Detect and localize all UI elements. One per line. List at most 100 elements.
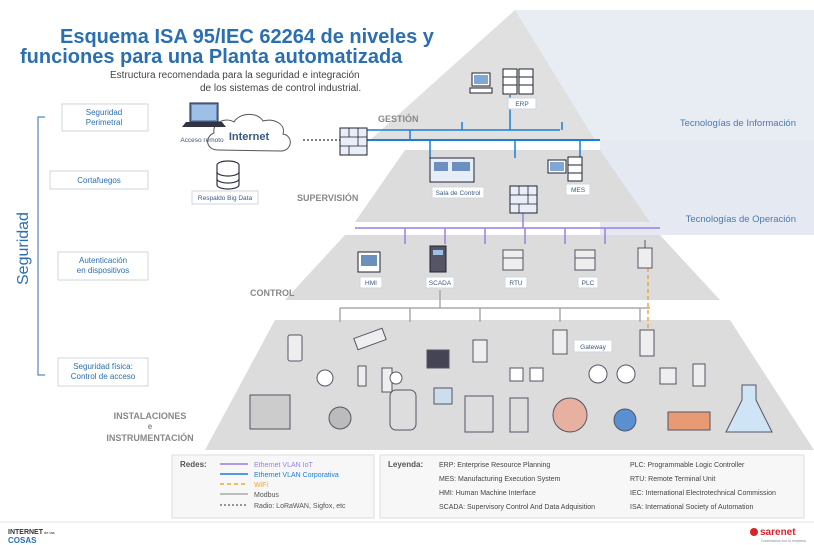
bigdata-box [191, 190, 259, 205]
meter-icon [472, 339, 488, 363]
internet-cloud: Internet [207, 113, 291, 152]
pyramid-tier-instalaciones [205, 320, 814, 450]
heat-exchanger-icon [667, 411, 711, 431]
zone-it-label: Tecnologías de Información [680, 118, 796, 129]
security-item-4-line2: Control de acceso [71, 372, 136, 381]
pressure-gauge-icon [588, 364, 608, 384]
mes-label: MES [571, 187, 586, 194]
cnc-machine-icon [249, 394, 291, 430]
legend-redes-4: Radio: LoRaWAN, Sigfox, etc [254, 503, 346, 510]
motor-icon [328, 406, 352, 430]
pyramid-tier-supervision [355, 150, 650, 222]
rtu-label: RTU [509, 280, 523, 287]
title-line1: Esquema ISA 95/IEC 62264 de niveles y [60, 26, 435, 48]
security-box-perimetral [61, 103, 149, 132]
display-icon [426, 349, 450, 369]
corporate-network [340, 122, 600, 158]
level-control: CONTROL [250, 288, 295, 298]
control-cabinet-icon [464, 395, 494, 433]
bigdata-label: Respaldo Big Data [198, 195, 253, 202]
rtu-box [504, 276, 528, 289]
hmi-icon [357, 251, 381, 273]
level-supervision: SUPERVISIÓN [297, 192, 358, 203]
footer-logo-left-1: INTERNET [8, 529, 44, 536]
modbus-network [339, 290, 650, 322]
reactor-icon [552, 397, 588, 433]
hmi-box [359, 276, 383, 289]
scada-box [425, 276, 455, 289]
plc-label: PLC [582, 280, 595, 287]
legend-redes-1: Ethernet VLAN Corporativa [254, 472, 339, 479]
legend-col1-3: SCADA: Supervisory Control And Data Adqu… [439, 504, 595, 511]
flask-icon [725, 384, 773, 433]
computer-icon [469, 72, 493, 94]
legend-redes-2: WiFi [254, 482, 268, 489]
footer-logo-left-2: COSAS [8, 536, 37, 545]
acceso-remoto-label: Acceso remoto [180, 137, 224, 144]
legend-col1-0: ERP: Enterprise Resource Planning [439, 462, 550, 469]
server-icon [502, 68, 534, 95]
title-line2: funciones para una Planta automatizada [20, 46, 403, 68]
internet-label: Internet [229, 131, 270, 143]
control-room-icon [429, 157, 475, 183]
valve-icon [433, 387, 453, 405]
level-instalaciones-2: e [148, 422, 153, 431]
iot-hub-icon [353, 327, 387, 351]
detector-icon [389, 371, 403, 385]
security-item-4-line1: Seguridad física: [73, 362, 133, 371]
flow-meter-icon [316, 369, 334, 387]
hmi-label: HMI [365, 280, 377, 287]
rtu-icon [502, 249, 524, 271]
mes-computer-icon [547, 156, 583, 182]
cabinet-icon [509, 397, 529, 433]
legend-redes-0: Ethernet VLAN IoT [254, 462, 313, 469]
footer-logo-right-tag: Conectamos con tu empresa [761, 539, 806, 543]
wireless-gateway-icon [637, 240, 653, 269]
legend-col2-3: ISA: International Society of Automation [630, 504, 753, 511]
scada-icon [429, 245, 447, 273]
scada-label: SCADA [429, 280, 452, 287]
legend-col2-0: PLC: Programmable Logic Controller [630, 462, 745, 469]
controller-icon [659, 367, 677, 385]
level-sensor-icon [692, 363, 706, 387]
plc-icon [574, 249, 596, 271]
plc-box [577, 276, 599, 289]
erp-label: ERP [515, 101, 528, 108]
security-box-autenticacion [57, 251, 149, 281]
database-icon [216, 160, 240, 190]
security-box-cortafuegos [49, 170, 149, 190]
legend-col1-1: MES: Manufacturing Execution System [439, 476, 561, 483]
sarenet-logo-icon [750, 528, 758, 536]
sala-label: Sala de Control [436, 190, 481, 197]
security-item-1-line2: Perimetral [86, 118, 123, 127]
sensor-icon [357, 365, 367, 387]
legend-col2-2: IEC: International Electrotechnical Comm… [630, 490, 776, 497]
legend-redes-box [171, 454, 375, 519]
security-item-3-line2: en dispositivos [77, 266, 129, 275]
zone-ot-label: Tecnologías de Operación [686, 214, 796, 225]
firewall-icon [339, 127, 368, 156]
security-item-1-line1: Seguridad [86, 108, 122, 117]
security-item-2: Cortafuegos [77, 176, 121, 185]
laptop-icon [182, 102, 226, 127]
security-bracket [37, 116, 45, 376]
panel-meter-icon [509, 367, 524, 382]
erp-box [507, 97, 537, 110]
iot-network [355, 212, 660, 244]
level-gestion: GESTIÓN [378, 113, 419, 124]
pump-icon [613, 408, 637, 432]
field-devices [249, 327, 773, 433]
panel-meter-icon-2 [529, 367, 544, 382]
subtitle-line1: Estructura recomendada para la seguridad… [110, 70, 360, 81]
mes-box [565, 183, 591, 196]
gateway-label: Gateway [580, 344, 606, 351]
legend-col1-2: HMI: Human Machine Interface [439, 490, 536, 497]
firewall-icon-2 [509, 185, 538, 214]
footer-logo-left-small: de las [44, 530, 55, 535]
handheld-meter-icon [287, 334, 303, 362]
level-instalaciones-3: INSTRUMENTACIÓN [106, 432, 193, 443]
legend-redes-3: Modbus [254, 492, 279, 499]
legend-leyenda-box [379, 454, 805, 519]
level-instalaciones-1: INSTALACIONES [114, 411, 187, 421]
